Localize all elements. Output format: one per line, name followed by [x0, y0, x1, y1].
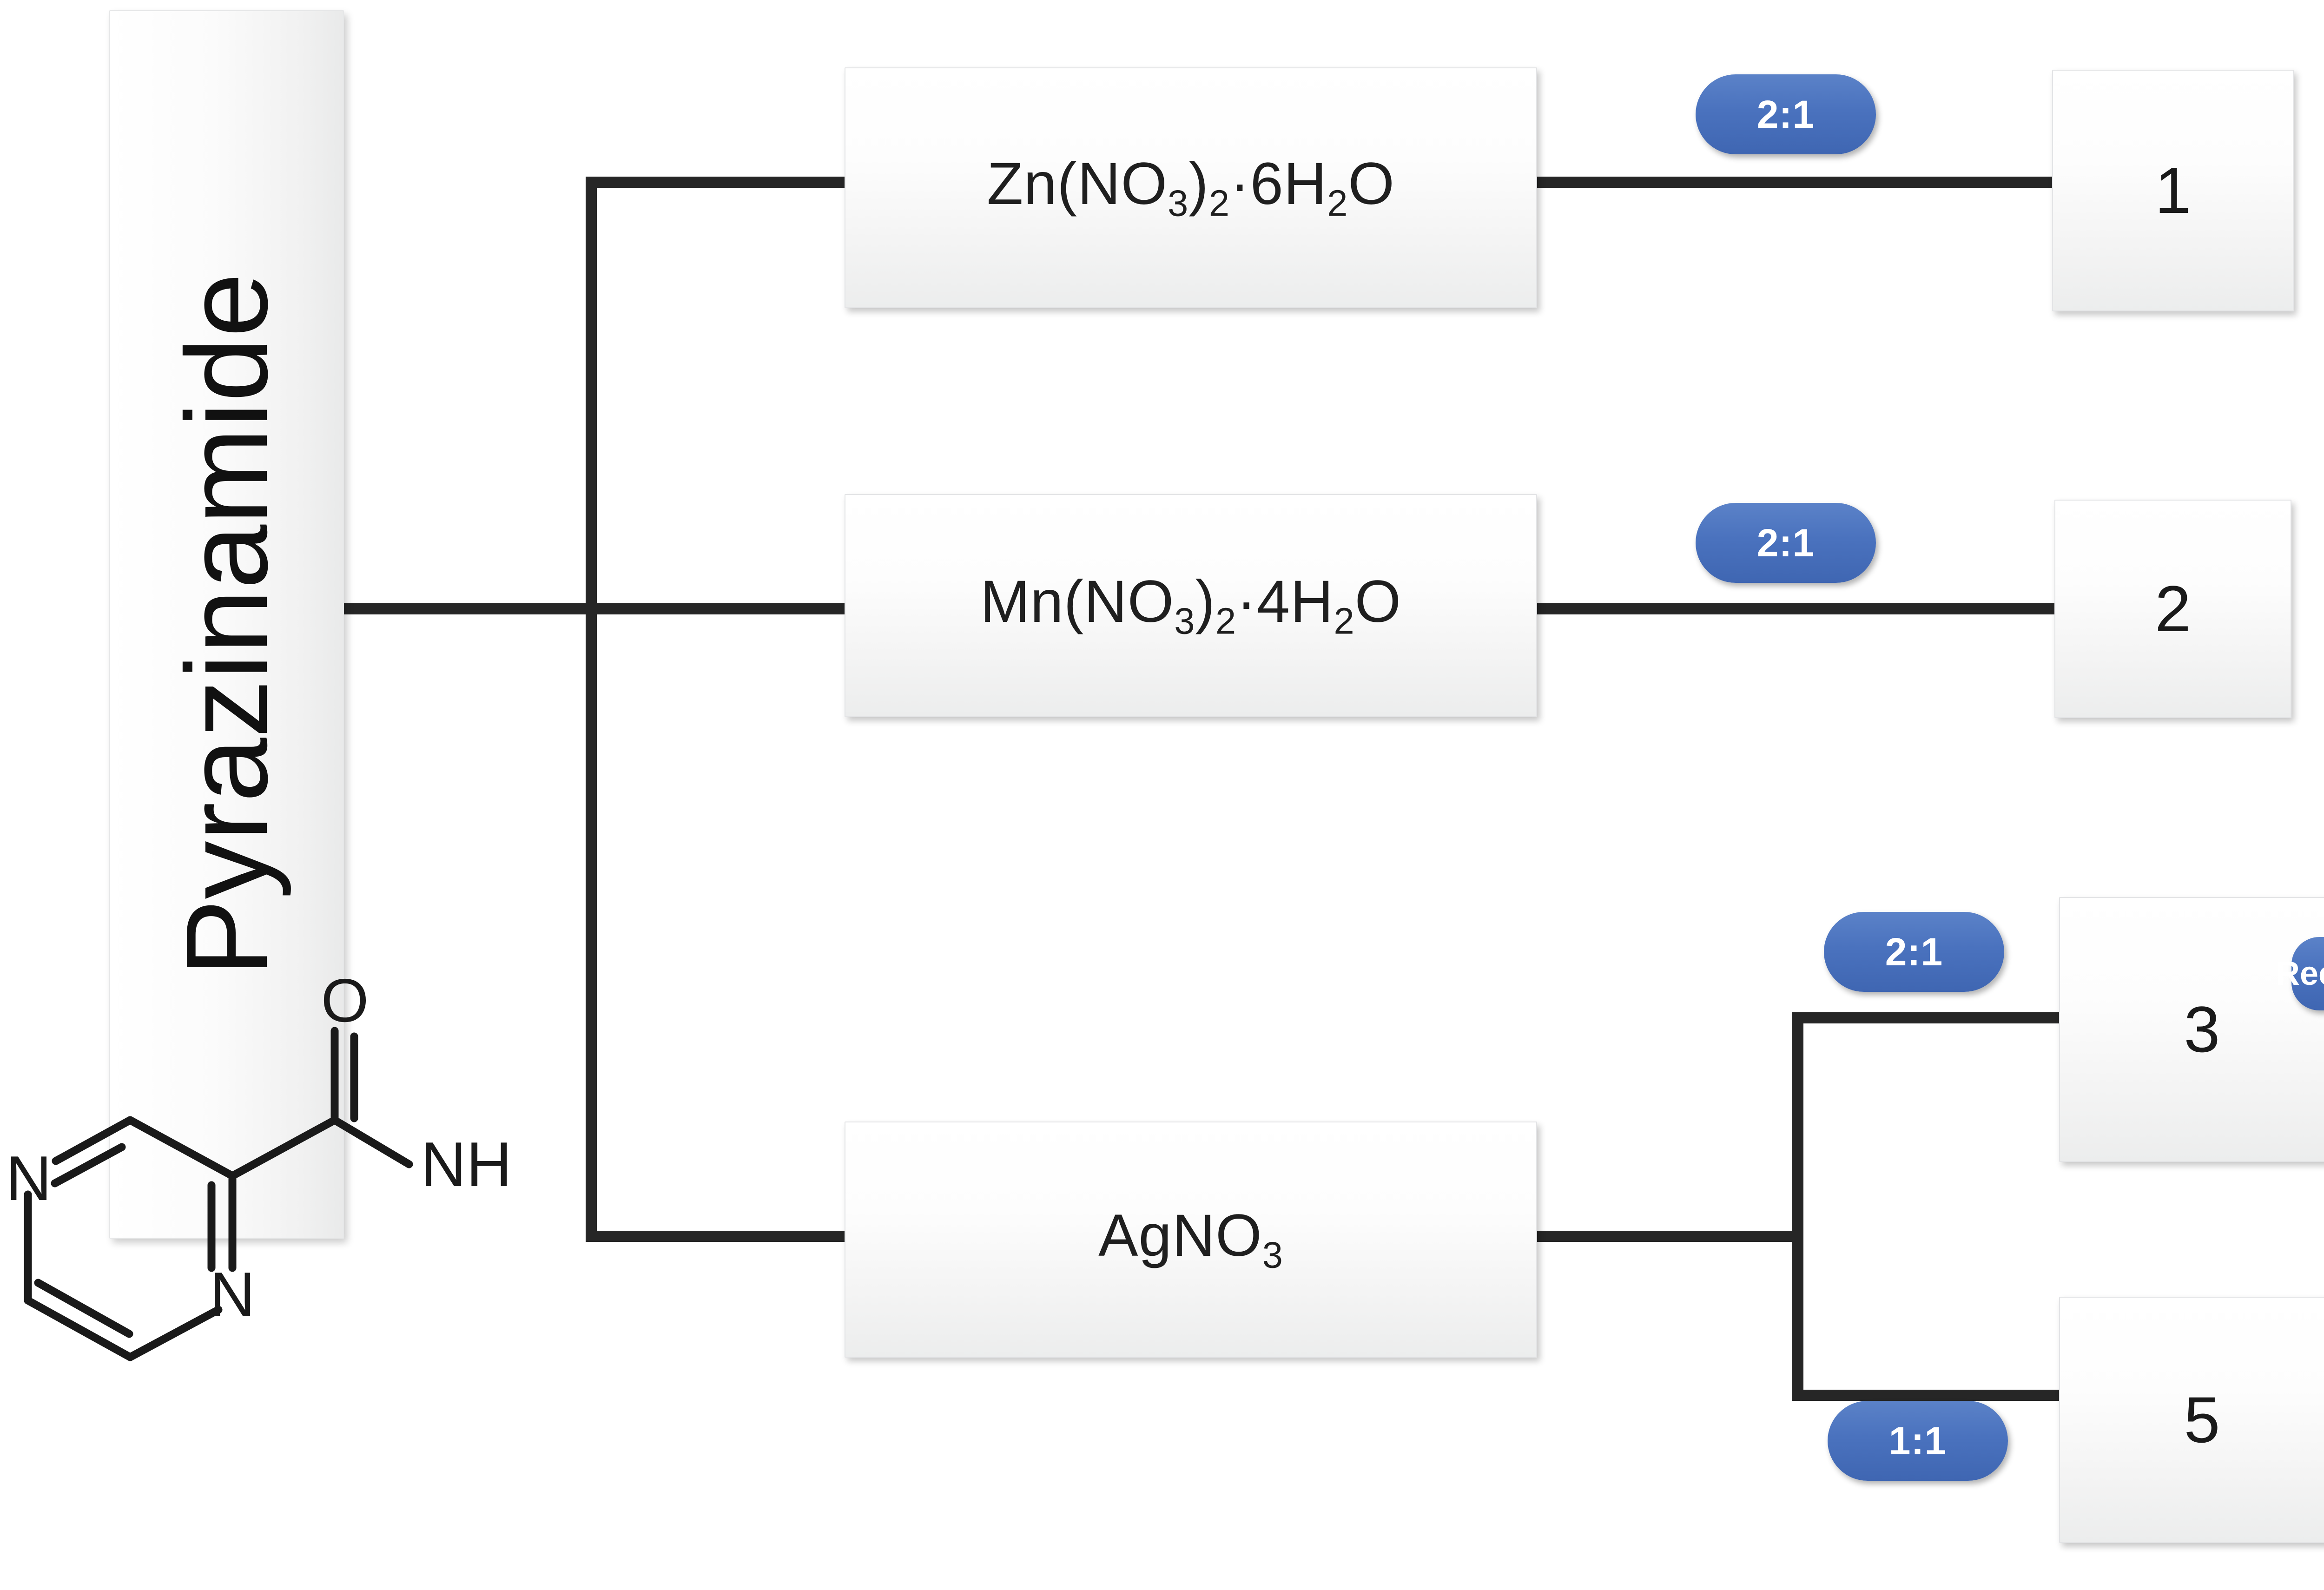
- connector-trunk-to-silver: [586, 1231, 851, 1242]
- product-box-3[interactable]: 3: [2059, 897, 2324, 1162]
- atom-label-amine: NH2: [421, 1129, 511, 1211]
- product-label-3: 3: [2184, 993, 2220, 1066]
- product-box-5[interactable]: 5: [2059, 1297, 2324, 1543]
- connector-trunk-vertical: [586, 177, 597, 1242]
- connector-pyrazinamide-stub: [344, 603, 597, 614]
- starting-material-pyrazinamide[interactable]: Pyrazinamide: [109, 10, 344, 1239]
- connector-junction-to-product-3: [1792, 1012, 2067, 1023]
- atom-label-nitrogen-bottom: N: [210, 1259, 255, 1330]
- reagent-box-silver-nitrate[interactable]: AgNO3: [845, 1122, 1537, 1358]
- connector-trunk-to-manganese: [586, 603, 851, 614]
- connector-silver-split-vertical: [1792, 1012, 1803, 1401]
- connector-trunk-to-zinc: [586, 177, 851, 188]
- reagent-label-zinc-nitrate: Zn(NO3)2·6H2O: [987, 150, 1395, 224]
- ratio-badge-label: 2:1: [1885, 930, 1943, 974]
- reagent-label-silver-nitrate: AgNO3: [1098, 1202, 1283, 1276]
- connector-junction-to-product-5: [1792, 1390, 2067, 1401]
- product-box-2[interactable]: 2: [2054, 500, 2291, 718]
- product-label-1: 1: [2155, 154, 2191, 227]
- page-title: Pyrazinamide: [161, 272, 291, 976]
- ratio-badge-label: 1:1: [1888, 1419, 1947, 1463]
- reagent-box-manganese-nitrate[interactable]: Mn(NO3)2·4H2O: [845, 494, 1537, 717]
- connector-manganese-to-product-2: [1534, 603, 2061, 614]
- ratio-badge-label: 2:1: [1756, 521, 1815, 565]
- connector-zinc-to-product-1: [1534, 177, 2059, 188]
- process-badge-label: Recrystallization: [2275, 955, 2324, 992]
- reagent-label-manganese-nitrate: Mn(NO3)2·4H2O: [980, 568, 1402, 642]
- product-label-2: 2: [2155, 572, 2191, 645]
- ratio-badge-label: 2:1: [1756, 92, 1815, 136]
- process-badge-recrystallization[interactable]: Recrystallization: [2276, 937, 2324, 1010]
- ratio-badge-silver-product-3[interactable]: 2:1: [1824, 912, 2004, 992]
- product-label-5: 5: [2184, 1383, 2220, 1456]
- ratio-badge-manganese-product-2[interactable]: 2:1: [1696, 503, 1876, 583]
- ratio-badge-silver-product-5[interactable]: 1:1: [1828, 1401, 2008, 1481]
- ratio-badge-zinc-product-1[interactable]: 2:1: [1696, 74, 1876, 154]
- atom-label-nitrogen-left: N: [6, 1143, 52, 1214]
- reagent-box-zinc-nitrate[interactable]: Zn(NO3)2·6H2O: [845, 67, 1537, 308]
- connector-silver-to-junction: [1534, 1231, 1803, 1242]
- product-box-1[interactable]: 1: [2052, 70, 2294, 311]
